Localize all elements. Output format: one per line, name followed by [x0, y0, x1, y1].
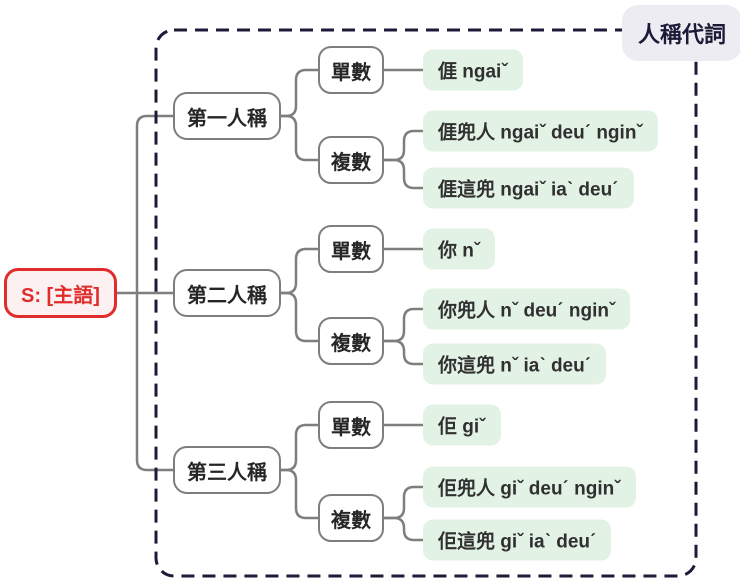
leaf-first-singular[interactable]: 𠊎 ngaiˇ: [423, 49, 523, 91]
subnode-first-plural[interactable]: 複數: [318, 136, 384, 184]
subnode-second-singular[interactable]: 單數: [318, 225, 384, 273]
subnode-third-plural[interactable]: 複數: [318, 494, 384, 542]
leaf-first-plural-1[interactable]: 𠊎兜人 ngaiˇ deuˊ nginˇ: [423, 110, 658, 152]
subnode-third-singular[interactable]: 單數: [318, 401, 384, 449]
leaf-second-singular[interactable]: 你 nˇ: [423, 228, 496, 270]
leaf-first-plural-2[interactable]: 𠊎這兜 ngaiˇ iaˋ deuˊ: [423, 167, 634, 209]
leaf-third-plural-1[interactable]: 佢兜人 giˇ deuˊ nginˇ: [423, 466, 636, 508]
root-node-subject[interactable]: S: [主語]: [4, 268, 117, 318]
subnode-second-plural[interactable]: 複數: [318, 317, 384, 365]
branch-node-third-person[interactable]: 第三人稱: [173, 446, 281, 494]
branch-node-second-person[interactable]: 第二人稱: [173, 269, 281, 317]
leaf-third-singular[interactable]: 佢 giˇ: [423, 404, 501, 446]
leaf-second-plural-2[interactable]: 你這兜 nˇ iaˋ deuˊ: [423, 343, 607, 385]
leaf-third-plural-2[interactable]: 佢這兜 giˇ iaˋ deuˊ: [423, 519, 612, 561]
leaf-second-plural-1[interactable]: 你兜人 nˇ deuˊ nginˇ: [423, 288, 631, 330]
subnode-first-singular[interactable]: 單數: [318, 46, 384, 94]
topic-label[interactable]: 人稱代詞: [622, 5, 740, 61]
branch-node-first-person[interactable]: 第一人稱: [173, 92, 281, 140]
